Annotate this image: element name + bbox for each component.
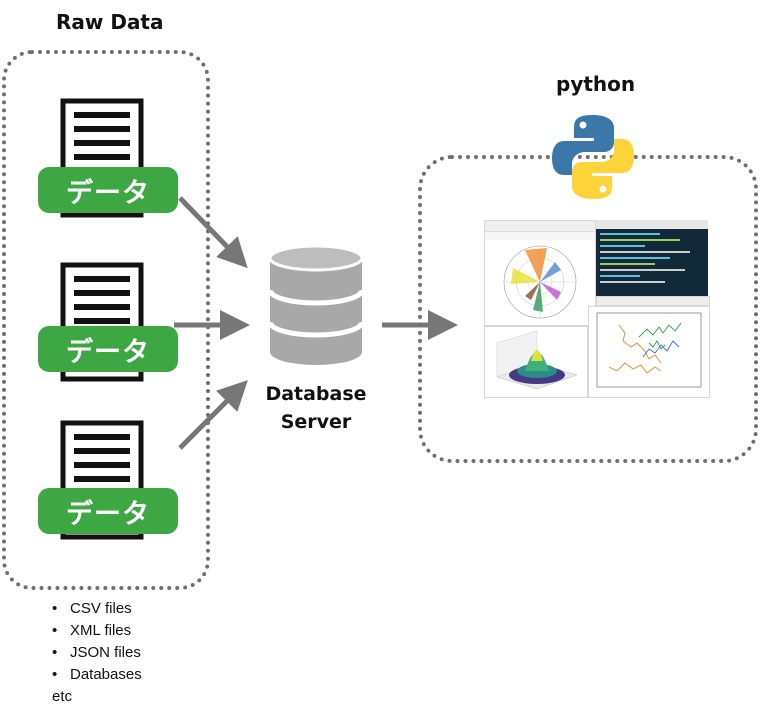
- list-item: XML files: [52, 620, 142, 642]
- etc-label: etc: [52, 688, 73, 705]
- polar-chart-thumbnail: [503, 245, 577, 319]
- data-badge-1: データ: [38, 167, 178, 213]
- list-item: CSV files: [52, 598, 142, 620]
- data-sources-list: CSV files XML files JSON files Databases: [52, 598, 142, 686]
- database-server-label-line2: Server: [280, 411, 352, 433]
- surface-plot-window: [484, 326, 588, 398]
- python-logo-icon: [552, 115, 634, 199]
- random-walk-thumbnail: [596, 312, 702, 388]
- terminal-statusbar: [596, 296, 710, 306]
- python-title: python: [556, 72, 636, 96]
- list-item: JSON files: [52, 642, 142, 664]
- surface-plot-thumbnail: [496, 330, 578, 390]
- raw-data-title: Raw Data: [56, 10, 164, 34]
- arrow-doc3-to-server: [178, 380, 248, 450]
- data-badge-3: データ: [38, 488, 178, 534]
- database-server-label-line1: Database: [265, 383, 367, 405]
- raw-data-container: [2, 50, 210, 590]
- database-icon: [267, 244, 365, 365]
- polar-chart-window: [484, 220, 596, 326]
- terminal-window: [596, 220, 708, 296]
- arrow-doc1-to-server: [178, 196, 248, 269]
- data-badge-2: データ: [38, 326, 178, 372]
- python-container: [418, 155, 758, 463]
- random-walk-window: [588, 306, 710, 398]
- terminal-code-lines: [600, 233, 690, 283]
- database-server-label: Database Server: [250, 380, 382, 436]
- list-item: Databases: [52, 664, 142, 686]
